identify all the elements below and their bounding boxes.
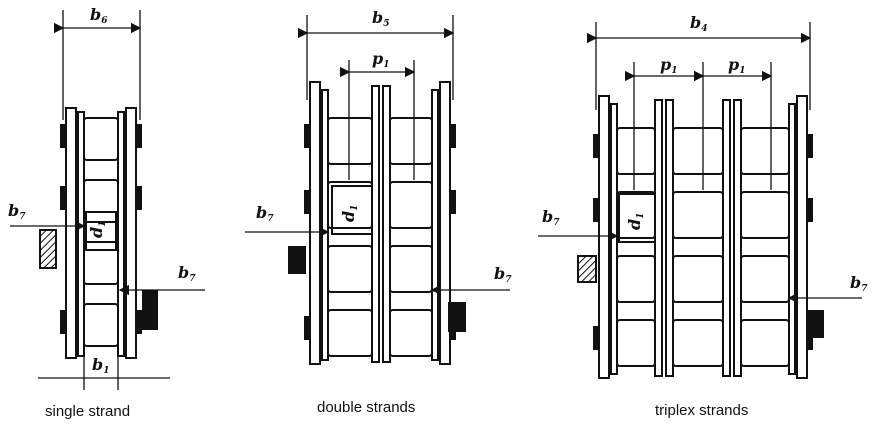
label-d1-single: d1 [87,221,108,238]
label-b7-left-triplex: b7 [542,207,560,228]
label-b7-right-single: b7 [178,263,196,284]
single-strand-drawing [10,10,205,390]
label-d1-triplex: d1 [625,213,646,230]
label-p1-triplex-b: p1 [728,55,745,76]
caption-double-strands: double strands [317,399,415,416]
label-b6: b6 [90,5,108,26]
label-d1-double: d1 [339,205,360,222]
label-b7-right-double: b7 [494,264,512,285]
double-strands-drawing [245,15,510,365]
label-b7-left-single: b7 [8,201,26,222]
triplex-strands-drawing [538,22,862,379]
label-p1-triplex-a: p1 [660,55,677,76]
label-b7-right-triplex: b7 [850,273,868,294]
caption-triplex-strands: triplex strands [655,402,748,419]
label-b1: b1 [92,355,109,376]
label-b4: b4 [690,13,707,34]
label-b5: b5 [372,8,389,29]
caption-single-strand: single strand [45,403,130,420]
label-b7-left-double: b7 [256,203,274,224]
label-p1-double: p1 [372,49,389,70]
